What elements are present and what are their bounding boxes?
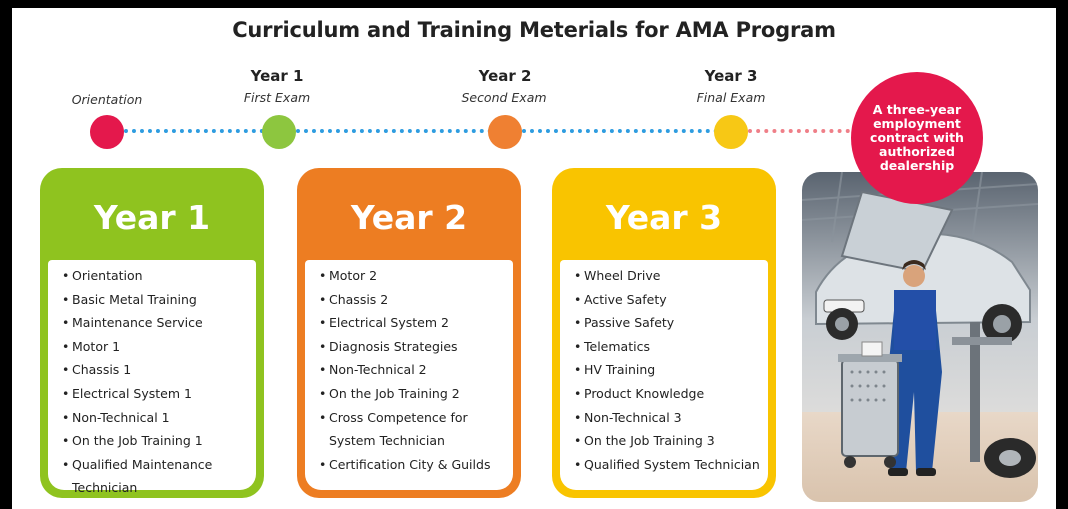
year-2-list: •Motor 2 •Chassis 2 •Electrical System 2… bbox=[319, 264, 513, 476]
list-item: •Telematics bbox=[574, 338, 650, 354]
employment-contract-badge: A three-year employment contract with au… bbox=[851, 72, 983, 204]
year-3-card-title: Year 3 bbox=[605, 197, 723, 237]
list-item: •On the Job Training 3 bbox=[574, 433, 715, 449]
list-item: •Certification City & Guilds bbox=[319, 456, 491, 472]
year-2-dot bbox=[488, 115, 522, 149]
list-item: •Electrical System 2 bbox=[319, 315, 449, 331]
milestone-year-3: Year 3 bbox=[704, 67, 758, 85]
list-item-continuation: Technician bbox=[72, 480, 138, 496]
year-3-card: Year 3 •Wheel Drive •Active Safety •Pass… bbox=[552, 168, 776, 498]
list-item: •Chassis 2 bbox=[319, 291, 389, 307]
list-item: •Wheel Drive bbox=[574, 268, 661, 283]
list-item: •Cross Competence for bbox=[319, 409, 468, 425]
list-item: •Qualified System Technician bbox=[574, 456, 760, 472]
year-1-card-body: •Orientation •Basic Metal Training •Main… bbox=[48, 260, 256, 495]
timeline-connector-1 bbox=[124, 129, 264, 133]
list-item: •Passive Safety bbox=[574, 315, 675, 331]
milestone-exam-3: Final Exam bbox=[696, 90, 766, 105]
page-title: Curriculum and Training Meterials for AM… bbox=[232, 18, 836, 42]
milestone-year-2: Year 2 bbox=[478, 67, 532, 85]
milestone-exam-2: Second Exam bbox=[461, 90, 547, 105]
orientation-label: Orientation bbox=[71, 92, 143, 107]
list-item: •Electrical System 1 bbox=[62, 385, 192, 401]
list-item: •Qualified Maintenance bbox=[62, 456, 213, 472]
year-2-card-title: Year 2 bbox=[350, 197, 468, 237]
list-item: •Non-Technical 2 bbox=[319, 362, 427, 378]
list-item: •Maintenance Service bbox=[62, 315, 203, 331]
year-1-card: Year 1 •Orientation •Basic Metal Trainin… bbox=[40, 168, 264, 498]
timeline-connector-3 bbox=[522, 129, 718, 133]
list-item: •On the Job Training 1 bbox=[62, 433, 203, 449]
list-item: •Non-Technical 1 bbox=[62, 409, 170, 425]
year-2-card-body: •Motor 2 •Chassis 2 •Electrical System 2… bbox=[305, 260, 513, 490]
list-item: •Diagnosis Strategies bbox=[319, 338, 458, 354]
year-1-dot bbox=[262, 115, 296, 149]
timeline-connector-2 bbox=[296, 129, 492, 133]
technician-photo bbox=[802, 172, 1038, 502]
workshop-illustration bbox=[802, 172, 1038, 502]
year-1-card-title: Year 1 bbox=[93, 197, 211, 237]
year-1-list: •Orientation •Basic Metal Training •Main… bbox=[62, 264, 256, 500]
list-item: •Chassis 1 bbox=[62, 362, 132, 378]
list-item: •Motor 1 bbox=[62, 338, 121, 354]
list-item: •On the Job Training 2 bbox=[319, 385, 460, 401]
list-item: •Product Knowledge bbox=[574, 385, 705, 401]
orientation-dot bbox=[90, 115, 124, 149]
list-item: •Basic Metal Training bbox=[62, 291, 197, 307]
timeline-connector-4 bbox=[748, 129, 858, 133]
list-item-continuation: System Technician bbox=[329, 433, 445, 449]
list-item: •Motor 2 bbox=[319, 268, 378, 283]
list-item: •Active Safety bbox=[574, 291, 667, 307]
list-item: •HV Training bbox=[574, 362, 656, 378]
list-item: •Non-Technical 3 bbox=[574, 409, 682, 425]
year-3-card-body: •Wheel Drive •Active Safety •Passive Saf… bbox=[560, 260, 768, 490]
milestone-year-1: Year 1 bbox=[250, 67, 304, 85]
list-item: •Orientation bbox=[62, 268, 143, 283]
year-3-dot bbox=[714, 115, 748, 149]
year-2-card: Year 2 •Motor 2 •Chassis 2 •Electrical S… bbox=[297, 168, 521, 498]
year-3-list: •Wheel Drive •Active Safety •Passive Saf… bbox=[574, 264, 768, 476]
milestone-exam-1: First Exam bbox=[243, 90, 311, 105]
